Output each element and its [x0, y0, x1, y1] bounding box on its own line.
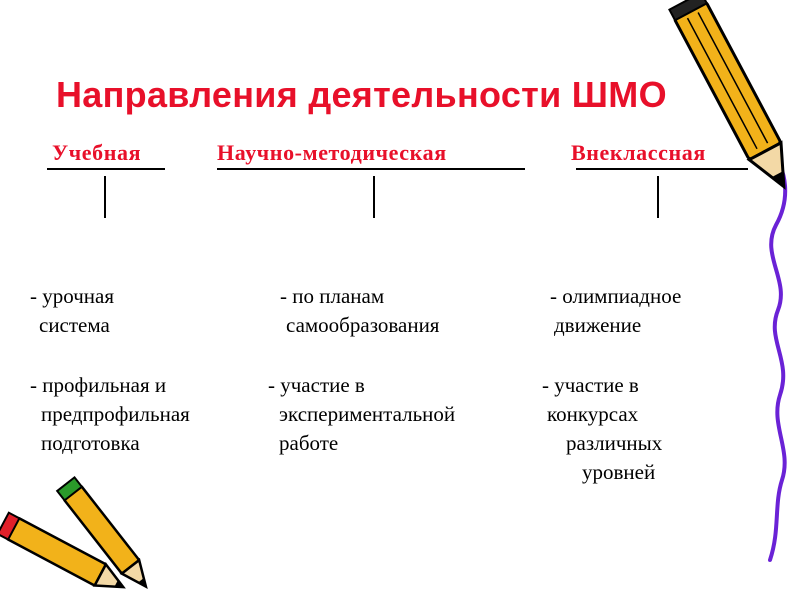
connector-line [104, 176, 106, 218]
slide-title: Направления деятельности ШМО [56, 74, 756, 116]
list-item: - урочная система [30, 282, 114, 340]
list-item: - участие в экспериментальной работе [268, 371, 455, 458]
heading-uchebnaya: Учебная [52, 140, 141, 166]
connector-line [373, 176, 375, 218]
heading-nauchno-metodicheskaya: Научно-методическая [217, 140, 447, 166]
list-item: - профильная и предпрофильная подготовка [30, 371, 190, 458]
heading-underline [576, 168, 748, 170]
heading-underline [217, 168, 525, 170]
heading-underline [47, 168, 165, 170]
list-item: - участие в конкурсах различных уровней [542, 371, 662, 487]
squiggle-line [770, 150, 785, 560]
connector-line [657, 176, 659, 218]
list-item: - олимпиадное движение [550, 282, 681, 340]
list-item: - по планам самообразования [280, 282, 439, 340]
heading-vneklassnaya: Внеклассная [571, 140, 706, 166]
